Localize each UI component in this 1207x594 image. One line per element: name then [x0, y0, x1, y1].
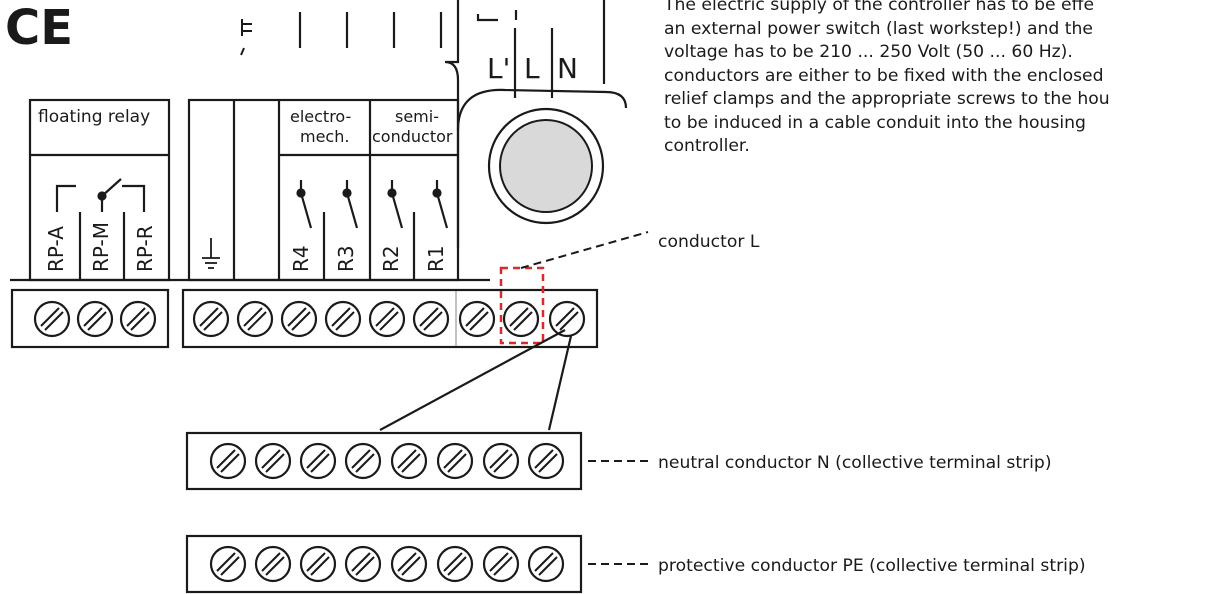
- earth-ground-icon: [202, 238, 220, 269]
- relay-switch-icons: [296, 180, 449, 229]
- label-r3: R3: [334, 245, 358, 272]
- callout-protective: protective conductor PE (collective term…: [658, 556, 1086, 576]
- floating-relay-label: floating relay: [38, 107, 150, 127]
- callout-conductor-l: conductor L: [658, 232, 760, 252]
- paragraph-line: The electric supply of the controller ha…: [664, 0, 1095, 15]
- callout-neutral: neutral conductor N (collective terminal…: [658, 453, 1052, 473]
- relay-table: [28, 98, 460, 282]
- label-r2: R2: [379, 245, 403, 272]
- upper-conductor-lines: [298, 12, 443, 48]
- electromech-label-2: mech.: [300, 127, 349, 146]
- terminal-l: L: [524, 52, 540, 85]
- terminal-l-prime: L': [487, 52, 510, 85]
- ce-mark: CE: [5, 0, 73, 56]
- connector-icon: [240, 19, 252, 56]
- paragraph-line: an external power switch (last workstep!…: [664, 18, 1093, 39]
- label-rp-m: RP-M: [89, 222, 113, 272]
- relay-terminal-strip: [10, 288, 170, 349]
- protective-terminal-strip: [185, 534, 583, 594]
- cable-entry-frame: [456, 88, 628, 131]
- changeover-contact-icon: [55, 178, 146, 212]
- paragraph-line: conductors are either to be fixed with t…: [664, 65, 1104, 86]
- paragraph-line: controller.: [664, 136, 750, 156]
- semiconductor-label-2: conductor: [372, 127, 453, 146]
- conductor-l-highlight: [499, 266, 545, 345]
- paragraph-line: to be induced in a cable conduit into th…: [664, 112, 1086, 133]
- main-terminal-strip: [181, 288, 599, 349]
- paragraph-line: relief clamps and the appropriate screws…: [664, 89, 1110, 109]
- neutral-terminal-strip: [185, 431, 583, 491]
- supply-instructions: The electric supply of the controller ha…: [664, 0, 1207, 159]
- label-rp-a: RP-A: [44, 226, 68, 272]
- electromech-label-1: electro-: [290, 107, 351, 126]
- supply-terminal-block: [444, 0, 606, 130]
- paragraph-line: voltage has to be 210 ... 250 Volt (50 .…: [664, 42, 1073, 62]
- label-r1: R1: [424, 245, 448, 272]
- semiconductor-label-1: semi-: [395, 107, 439, 126]
- label-r4: R4: [289, 245, 313, 272]
- terminal-n: N: [557, 52, 578, 85]
- label-rp-r: RP-R: [133, 225, 157, 272]
